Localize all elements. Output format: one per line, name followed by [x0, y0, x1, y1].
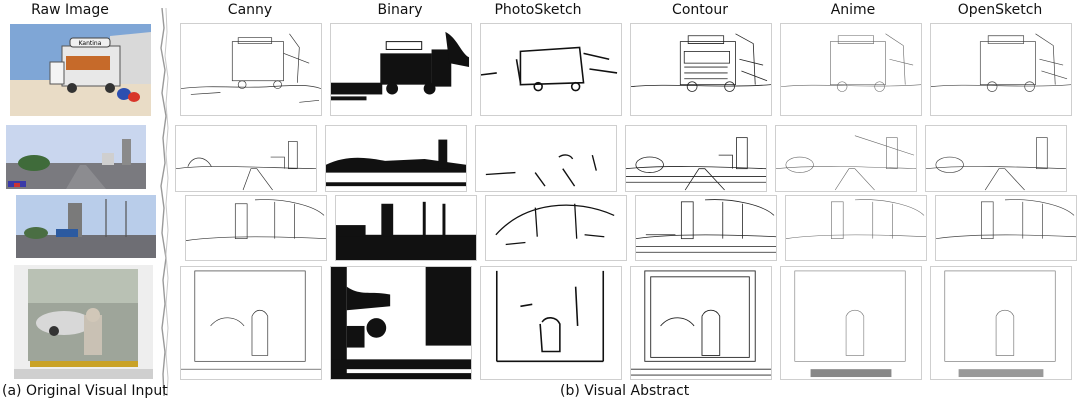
tile-contour-row1 [630, 23, 772, 116]
tile-contour-row3 [635, 195, 777, 261]
tile-opensketch-row4 [930, 266, 1072, 380]
tile-opensketch-row3 [935, 195, 1077, 261]
truck-sign-text: Kantina [79, 40, 102, 47]
tile-canny-row4 [180, 266, 322, 380]
tile-photosketch-row1 [480, 23, 622, 116]
raw-image-cat-door [14, 265, 153, 379]
raw-image-food-truck: Kantina [10, 24, 151, 116]
header-opensketch: OpenSketch [957, 2, 1043, 18]
tile-contour-row4 [630, 266, 772, 380]
torn-divider [160, 7, 169, 397]
header-canny: Canny [227, 2, 273, 18]
tile-binary-row3 [335, 195, 477, 261]
header-binary: Binary [377, 2, 423, 18]
tile-opensketch-row2 [925, 125, 1067, 192]
tile-binary-row4 [330, 266, 472, 380]
tile-anime-row1 [780, 23, 922, 116]
raw-image-street-tower [16, 195, 156, 258]
header-anime: Anime [830, 2, 876, 18]
header-photosketch: PhotoSketch [494, 2, 582, 18]
header-raw-image: Raw Image [31, 2, 109, 18]
tile-binary-row1 [330, 23, 472, 116]
caption-visual-abstract: (b) Visual Abstract [560, 383, 690, 399]
tile-anime-row4 [780, 266, 922, 380]
tile-contour-row2 [625, 125, 767, 192]
tile-canny-row3 [185, 195, 327, 261]
tile-photosketch-row3 [485, 195, 627, 261]
raw-image-street-road [6, 125, 146, 189]
tile-canny-row1 [180, 23, 322, 116]
tile-photosketch-row4 [480, 266, 622, 380]
tile-anime-row2 [775, 125, 917, 192]
tile-photosketch-row2 [475, 125, 617, 192]
tile-canny-row2 [175, 125, 317, 192]
header-contour: Contour [672, 2, 728, 18]
tile-binary-row2 [325, 125, 467, 192]
caption-original-visual-input: (a) Original Visual Input [2, 383, 168, 399]
tile-opensketch-row1 [930, 23, 1072, 116]
tile-anime-row3 [785, 195, 927, 261]
